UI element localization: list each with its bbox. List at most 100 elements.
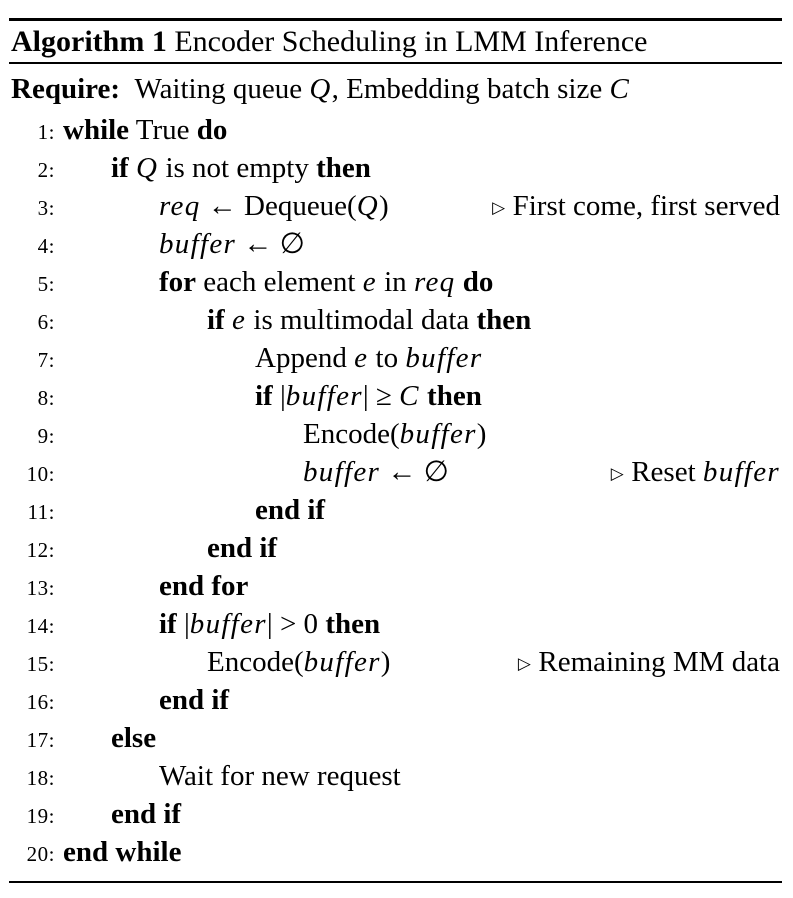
- line-content: end for: [63, 567, 248, 605]
- line-content: buffer ← ∅: [63, 453, 449, 491]
- algorithm-line: 8:if |buffer| ≥ C then: [9, 377, 782, 415]
- line-content-text: buffer: [303, 646, 381, 678]
- algorithm-line: 7: Append e to buffer: [9, 339, 782, 377]
- line-content-text: e: [354, 342, 369, 374]
- line-number: 2:: [37, 158, 55, 182]
- line-content-text: Encode(: [207, 646, 304, 678]
- line-content-text: Q: [356, 190, 379, 222]
- algorithm-title-text: Encoder Scheduling in LMM Inference: [166, 25, 648, 58]
- line-content: for each element e in req do: [63, 263, 493, 301]
- line-content-text: if: [159, 608, 177, 640]
- line-content-text: ): [380, 646, 391, 678]
- line-content-text: Encode(: [303, 418, 400, 450]
- require-text: Q: [309, 73, 332, 105]
- line-content: Encode(buffer): [63, 415, 486, 453]
- line-content-text: |: [272, 380, 286, 412]
- line-content-text: else: [111, 722, 157, 754]
- algorithm-title: Algorithm 1 Encoder Scheduling in LMM In…: [9, 21, 782, 62]
- line-comment-text: First come, first served: [512, 190, 780, 222]
- line-content-text: then: [427, 380, 482, 412]
- line-content-text: e: [362, 266, 377, 298]
- line-number: 6:: [37, 310, 55, 334]
- algorithm-line: 17: else: [9, 719, 782, 757]
- line-number: 17:: [26, 728, 55, 752]
- algorithm-line: 16: end if: [9, 681, 782, 719]
- line-content-text: buffer: [159, 228, 237, 260]
- line-content: req ← Dequeue(Q): [63, 187, 389, 225]
- line-number: 12:: [26, 538, 55, 562]
- line-content: end if: [63, 795, 181, 833]
- line-comment: ▷Reset buffer: [611, 453, 782, 495]
- algorithm-line: 18: Wait for new request: [9, 757, 782, 795]
- line-number: 18:: [26, 766, 55, 790]
- algorithm-rule-bottom: [9, 881, 782, 883]
- line-content-text: req: [413, 266, 456, 298]
- line-number: 10:: [26, 462, 55, 486]
- line-content-text: Append: [255, 342, 355, 374]
- line-content-text: req: [159, 190, 201, 222]
- algorithm-line: 1:while True do: [9, 111, 782, 149]
- line-content-text: buffer: [303, 456, 381, 488]
- line-content: if Q is not empty then: [63, 149, 371, 187]
- line-content: Append e to buffer: [63, 339, 482, 377]
- line-content: end if: [63, 681, 229, 719]
- line-content-text: [225, 304, 232, 336]
- line-content-text: |: [176, 608, 190, 640]
- line-content: while True do: [63, 111, 227, 149]
- line-content-text: do: [196, 114, 228, 146]
- line-content-text: buffer: [399, 418, 477, 450]
- line-number: 15:: [26, 652, 55, 676]
- line-number: 19:: [26, 804, 55, 828]
- line-number: 14:: [26, 614, 55, 638]
- line-content-text: then: [316, 152, 371, 184]
- line-content-text: Wait for new request: [159, 760, 401, 792]
- line-content: if e is multimodal data then: [63, 301, 531, 339]
- algorithm-rule-bottom-wrap: [9, 871, 782, 883]
- line-number: 13:: [26, 576, 55, 600]
- line-content: end if: [63, 491, 325, 529]
- line-content-text: buffer: [285, 380, 363, 412]
- algorithm-title-text: Algorithm 1: [11, 25, 167, 58]
- require-text: C: [609, 73, 631, 105]
- line-content-text: buffer: [405, 342, 483, 374]
- line-content-text: if: [111, 152, 129, 184]
- line-content-text: then: [325, 608, 381, 640]
- line-content-text: end for: [159, 570, 249, 602]
- algorithm-line: 6: if e is multimodal data then: [9, 301, 782, 339]
- line-content-text: [129, 152, 136, 184]
- line-content-text: ← Dequeue(: [200, 190, 357, 222]
- comment-triangle-icon: ▷: [610, 463, 624, 483]
- algorithm-line: 13: end for: [9, 567, 782, 605]
- line-content-text: end if: [207, 532, 278, 564]
- line-number: 11:: [27, 500, 55, 524]
- algorithm-line: 10:buffer ← ∅▷Reset buffer: [9, 453, 782, 491]
- line-content-text: Q: [135, 152, 159, 184]
- line-number: 5:: [37, 272, 55, 296]
- line-content: Encode(buffer): [63, 643, 390, 681]
- line-content-text: if: [207, 304, 225, 336]
- line-content-text: e: [231, 304, 247, 336]
- line-number: 16:: [26, 690, 55, 714]
- line-content-text: ): [476, 418, 487, 450]
- line-content: Wait for new request: [63, 757, 401, 795]
- line-comment-text: buffer: [702, 456, 780, 488]
- algorithm-line: 2: if Q is not empty then: [9, 149, 782, 187]
- line-number: 7:: [37, 348, 55, 372]
- line-content-text: in: [376, 266, 414, 298]
- line-comment-text: Remaining MM data: [538, 646, 780, 678]
- algorithm-lines: 1:while True do 2: if Q is not empty then 3…: [9, 111, 782, 871]
- algorithm-figure: Algorithm 1 Encoder Scheduling in LMM In…: [9, 0, 782, 883]
- algorithm-line: 4:buffer ← ∅: [9, 225, 782, 263]
- line-content-text: C: [399, 380, 420, 412]
- line-content-text: if: [255, 380, 273, 412]
- algorithm-line: 9:Encode(buffer): [9, 415, 782, 453]
- line-comment: ▷First come, first served: [492, 187, 782, 229]
- line-number: 20:: [26, 842, 55, 866]
- line-content-text: each element: [196, 266, 363, 298]
- comment-triangle-icon: ▷: [517, 653, 531, 673]
- algorithm-rule-mid: [9, 62, 782, 64]
- algorithm-body: Require: Waiting queue Q, Embedding batc…: [9, 64, 782, 871]
- algorithm-rule-top: [9, 18, 782, 21]
- line-content: buffer ← ∅: [63, 225, 305, 263]
- line-number: 3:: [37, 196, 55, 220]
